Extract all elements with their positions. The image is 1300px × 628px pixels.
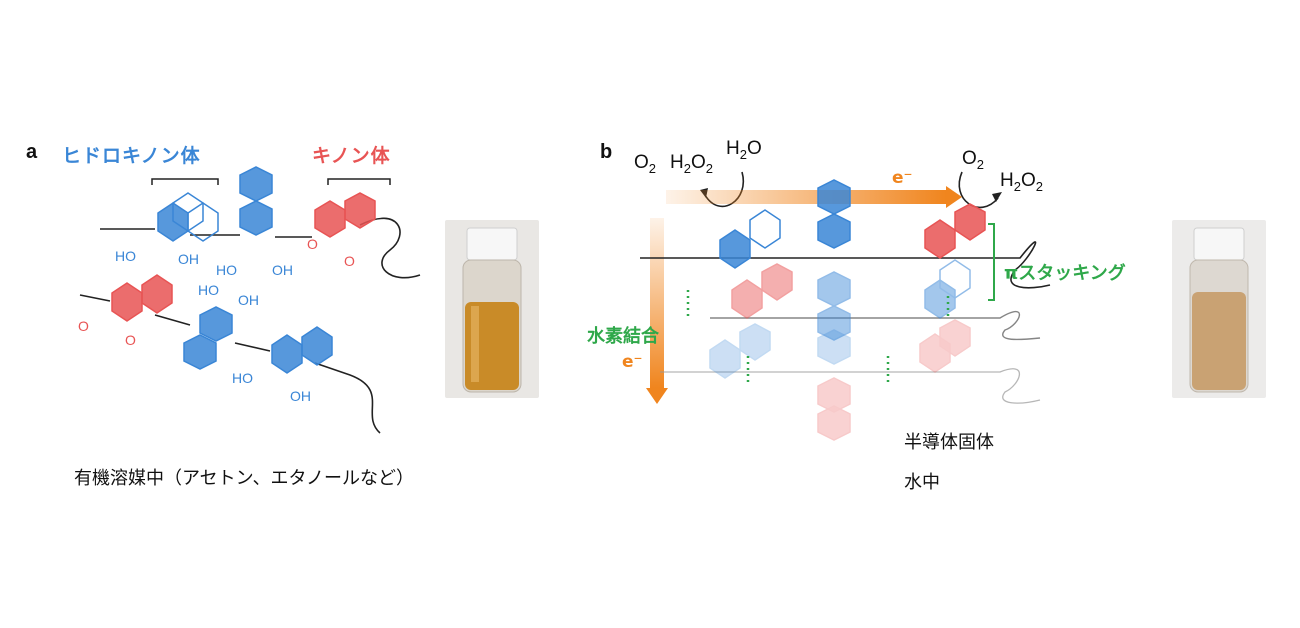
label-o-3: O (78, 318, 89, 334)
bracket-hydroquinone (151, 178, 219, 185)
h2o2-product-right: H2O2 (1000, 170, 1043, 194)
o2-reactant-right: O2 (962, 148, 985, 172)
naphthol-unit-lower (271, 326, 333, 374)
vial-photo-organic (445, 220, 539, 398)
stack-quinone-top (924, 203, 986, 259)
pi-stacking-label: πスタッキング (1004, 263, 1126, 284)
label-oh-4: OH (290, 388, 311, 404)
vial-icon (462, 227, 522, 393)
panel-b-label: b (600, 141, 613, 163)
semiconductor-stack-diagram (640, 171, 1051, 441)
caption-organic: 有機溶媒中（アセトン、エタノールなど） (74, 468, 415, 489)
solid-label: 半導体固体 (904, 432, 994, 453)
h2o2-product-left: H2O2 (670, 152, 713, 176)
stack-naphthalene-top (817, 179, 851, 249)
hydroquinone-label: ヒドロキノン体 (62, 145, 201, 167)
label-ho-2: HO (216, 262, 237, 278)
hbond-label: 水素結合 (587, 326, 659, 347)
quinone-label: キノン体 (312, 145, 391, 167)
vial-photo-water (1172, 220, 1266, 398)
electron-label-vertical: e⁻ (622, 352, 643, 372)
electron-flow-vertical (650, 218, 664, 388)
electron-label-horizontal: e⁻ (892, 168, 913, 188)
panel-a-label: a (26, 141, 38, 163)
bracket-quinone (327, 178, 391, 185)
label-o-1: O (307, 236, 318, 252)
stack-naphthol-top (719, 209, 781, 269)
label-ho-3: HO (198, 282, 219, 298)
quinone-unit-upper (314, 192, 376, 238)
label-o-2: O (344, 253, 355, 269)
naphthol-unit-1 (157, 192, 219, 242)
label-o-4: O (125, 332, 136, 348)
o2-reactant: O2 (634, 152, 657, 176)
water-label: 水中 (904, 472, 940, 493)
pi-stacking-bracket (988, 223, 995, 301)
label-oh-1: OH (178, 251, 199, 267)
polymer-structure-organic (79, 166, 421, 434)
quinone-unit-lower (111, 274, 173, 322)
h2o-reactant: H2O (726, 138, 762, 162)
label-oh-2: OH (272, 262, 293, 278)
label-ho-4: HO (232, 370, 253, 386)
label-oh-3: OH (238, 292, 259, 308)
naphthalene-unit-lower (183, 306, 233, 370)
naphthalene-unit-center (239, 166, 273, 236)
reaction-arrow-right (958, 171, 999, 209)
vial-icon-water (1189, 227, 1249, 393)
electron-flow-horizontal (666, 190, 946, 204)
label-ho-1: HO (115, 248, 136, 264)
